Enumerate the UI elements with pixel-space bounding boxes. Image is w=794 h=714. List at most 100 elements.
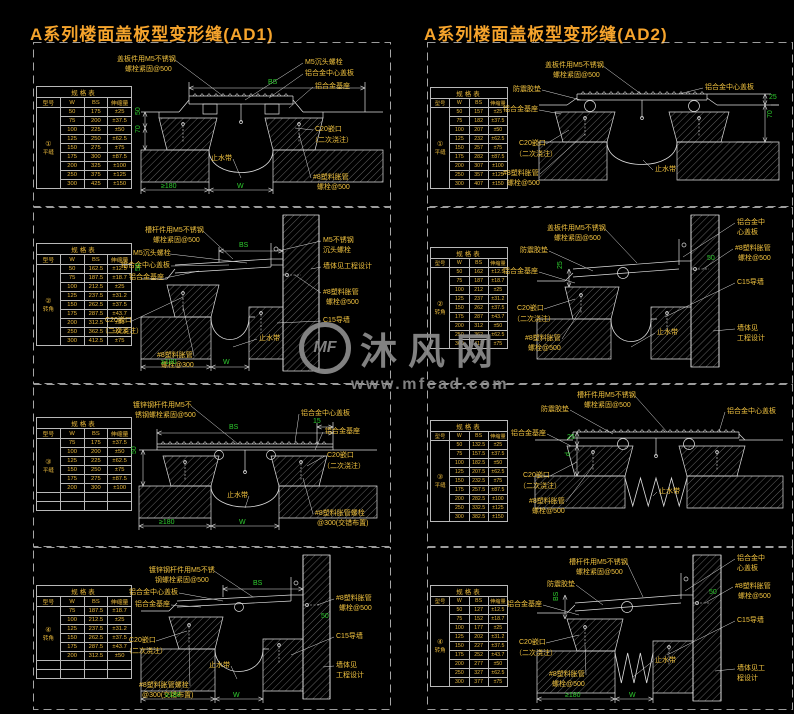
dimension-label: BS <box>239 242 249 249</box>
annotation-label: 螺栓@500 <box>317 184 350 191</box>
dimension-label: BS <box>229 424 239 431</box>
annotation-label: C20嵌口 <box>315 126 342 133</box>
spec-table-caption: 规格表 <box>430 585 508 597</box>
annotation-label: （二次浇注） <box>101 328 143 335</box>
spec-col-header: W <box>449 98 470 108</box>
annotation-label: 螺栓紧固@500 <box>153 237 200 244</box>
annotation-label: 盖板件用M5不锈钢 <box>545 62 604 69</box>
annotation-label: 铝合金基座 <box>129 274 164 281</box>
dimension-label: W <box>237 183 244 190</box>
annotation-label: 锈钢螺栓紧固@500 <box>135 412 196 419</box>
annotation-label: 防震胶垫 <box>541 406 569 413</box>
dimension-label: 15 <box>313 418 321 425</box>
annotation-label: C20嵌口 <box>519 140 546 147</box>
annotation-label: M5沉头螺栓 <box>133 250 171 257</box>
annotation-label: 铝合金基座 <box>503 268 538 275</box>
dimension-label: 25 <box>557 261 564 269</box>
spec-col-header: 型号 <box>429 596 451 606</box>
annotation-label: 铝合金中 <box>737 219 765 226</box>
annotation-label: （二次浇注） <box>125 648 167 655</box>
annotation-label: C20嵌口 <box>327 452 354 459</box>
spec-col-header: 型号 <box>36 428 61 439</box>
annotation-label: 螺栓紧固@500 <box>576 569 623 576</box>
spec-row-empty <box>36 492 132 502</box>
annotation-label: 防震胶垫 <box>513 86 541 93</box>
spec-col-header: 型号 <box>429 98 451 108</box>
dimension-label: BS <box>268 79 278 86</box>
annotation-label: 止水带 <box>259 335 280 342</box>
mfcad-logo-icon: MF <box>299 322 351 374</box>
dimension-label: W <box>629 692 636 699</box>
annotation-label: #8塑料胀管 <box>735 583 771 590</box>
annotation-label: C20嵌口 <box>129 637 156 644</box>
spec-col-header: 型号 <box>429 431 451 441</box>
annotation-label: 铝合金中心盖板 <box>705 84 754 91</box>
annotation-label: 螺栓@300 <box>161 362 194 369</box>
dimension-label: ≥180 <box>161 183 177 190</box>
spec-col-header: 型号 <box>36 97 61 108</box>
annotation-label: 铝合金中心盖板 <box>121 262 170 269</box>
annotation-label: C15导墙 <box>737 617 764 624</box>
annotation-label: 螺栓@500 <box>738 593 771 600</box>
annotation-label: 盖板件用M5不锈钢 <box>117 56 176 63</box>
spec-row-empty <box>36 501 132 511</box>
dimension-label: 50 <box>135 107 142 115</box>
annotation-label: 铝合金中心盖板 <box>301 410 350 417</box>
spec-col-header: 伸缩量 <box>487 596 509 606</box>
sheet-title-ad1: A系列楼面盖板型变形缝(AD1) <box>30 25 274 44</box>
annotation-label: 心盖板 <box>737 229 758 236</box>
dimension-label: BS <box>553 591 560 601</box>
annotation-label: 螺栓@500 <box>532 508 565 515</box>
spec-col-header: BS <box>468 258 489 268</box>
annotation-label: 螺栓@500 <box>326 299 359 306</box>
annotation-label: 心盖板 <box>737 565 758 572</box>
watermark-url: www.mfcad.com <box>351 376 510 393</box>
annotation-label: 螺栓紧固@500 <box>584 402 631 409</box>
annotation-label: 止水带 <box>655 166 676 173</box>
spec-col-header: BS <box>468 431 489 441</box>
annotation-label: 铝合金基座 <box>135 601 170 608</box>
annotation-label: 钢螺栓紧固@500 <box>155 577 209 584</box>
dimension-label: 50 <box>135 263 142 271</box>
annotation-label: （二次浇注） <box>515 650 557 657</box>
sheet-title-ad2: A系列楼面盖板型变形缝(AD2) <box>424 25 668 44</box>
spec-col-header: W <box>59 254 85 265</box>
annotation-label: （二次浇注） <box>323 463 365 470</box>
annotation-label: #8塑料胀管螺栓 <box>315 510 365 517</box>
dimension-label: 25 <box>567 434 575 441</box>
dimension-label: 50 <box>321 613 329 620</box>
dimension-label: W <box>223 359 230 366</box>
spec-col-header: W <box>59 97 85 108</box>
dimension-label: 50 <box>709 589 717 596</box>
annotation-label: 止水带 <box>227 492 248 499</box>
annotation-label: 铝合金中心盖板 <box>727 408 776 415</box>
annotation-label: 槽杆件用M5不锈钢 <box>577 392 636 399</box>
detail-drawing <box>33 547 391 710</box>
annotation-label: 螺栓紧固@500 <box>553 72 600 79</box>
annotation-label: 镀锌钢杆件用M5不锈 <box>149 567 215 574</box>
spec-col-header: BS <box>468 98 489 108</box>
detail-drawing <box>427 207 793 384</box>
annotation-label: 螺栓@500 <box>552 681 585 688</box>
annotation-label: 止水带 <box>657 329 678 336</box>
